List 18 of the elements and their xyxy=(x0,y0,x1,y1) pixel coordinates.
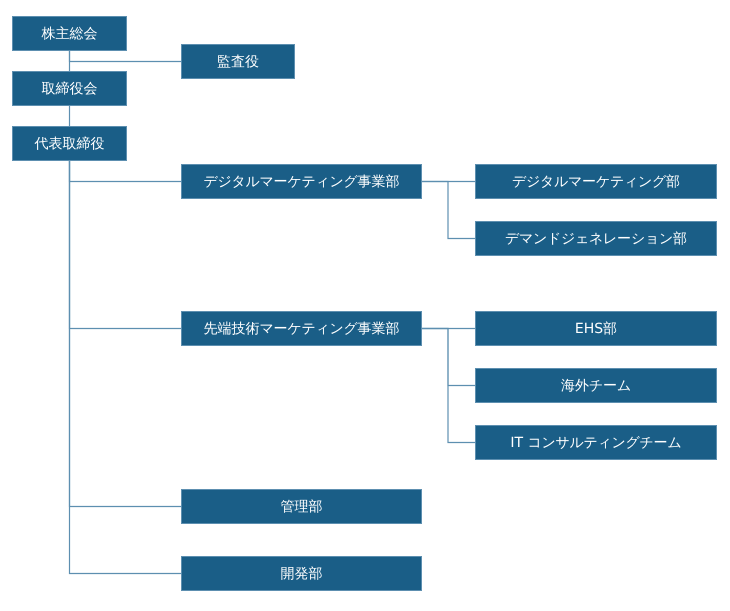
department-box: デマンドジェネレーション部 xyxy=(475,221,717,256)
department-box: EHS部 xyxy=(475,311,717,346)
connector-line xyxy=(68,106,70,126)
connector-line xyxy=(422,328,475,444)
department-box: 取締役会 xyxy=(12,71,127,106)
department-box: 株主総会 xyxy=(12,16,127,51)
department-box: 管理部 xyxy=(181,489,422,524)
department-box: 海外チーム xyxy=(475,368,717,403)
department-box: 開発部 xyxy=(181,556,422,591)
department-box: デジタルマーケティング部 xyxy=(475,164,717,199)
department-box: IT コンサルティングチーム xyxy=(475,425,717,460)
connector-line xyxy=(422,180,475,240)
department-box: 先端技術マーケティング事業部 xyxy=(181,311,422,346)
connector-line xyxy=(68,51,70,71)
connector-line xyxy=(68,161,181,574)
department-box: 監査役 xyxy=(181,44,295,79)
department-box: 代表取締役 xyxy=(12,126,127,161)
department-box: デジタルマーケティング事業部 xyxy=(181,164,422,199)
